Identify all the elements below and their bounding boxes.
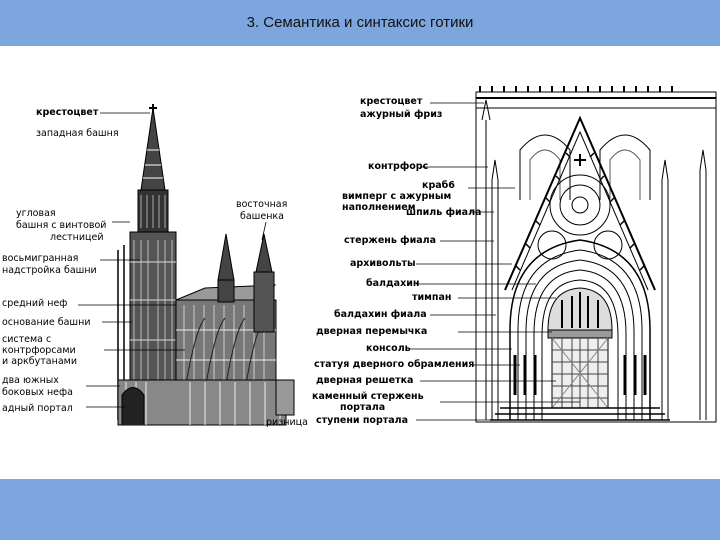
label-east-tower-1: восточная (236, 199, 288, 210)
label-corner-tower-2: башня с винтовой (16, 220, 107, 231)
label-stone-trumeau-1: каменный стержень (312, 391, 424, 402)
label-door-lintel: дверная перемычка (316, 326, 428, 337)
slide-title: 3. Семантика и синтаксис готики (246, 14, 474, 31)
label-portal-steps: ступени портала (316, 415, 409, 426)
label-stone-trumeau-2: портала (340, 402, 386, 413)
label-door-grille: дверная решетка (316, 375, 414, 386)
label-sacristy: ризница (266, 417, 308, 428)
label-openwork-frieze: ажурный фриз (360, 109, 443, 120)
label-wimperg-1: вимперг с ажурным (342, 191, 452, 202)
label-wimperg-2: наполнением (342, 202, 416, 213)
portal-drawing (475, 86, 717, 423)
label-pinnacle-shaft: стержень фиала (344, 235, 437, 246)
label-krestotsvet-right: крестоцвет (360, 96, 423, 107)
label-aisles-1: два южных (2, 375, 59, 386)
label-canopy: балдахин (366, 278, 420, 289)
cathedral-drawing (117, 104, 295, 426)
label-crocket: краб6 (422, 180, 455, 191)
label-aisles-2: боковых нефа (2, 387, 73, 398)
label-east-tower-2: башенка (240, 211, 284, 222)
right-leader-lines (410, 102, 580, 421)
label-buttress: контрфорс (368, 161, 429, 172)
label-middle-nave: средний неф (2, 298, 68, 309)
left-leader-lines (78, 112, 267, 408)
gothic-illustrations (78, 86, 717, 426)
label-system-1: система с (2, 334, 52, 345)
label-archivolts: архивольты (350, 258, 416, 269)
label-octagonal-1: восьмигранная (2, 253, 79, 264)
label-west-tower: западная башня (36, 128, 119, 139)
label-corner-tower-3: лестницей (50, 232, 104, 243)
label-tower-base: основание башни (2, 317, 91, 328)
label-corner-tower-1: угловая (16, 208, 56, 219)
label-krestotsvet-left: крестоцвет (36, 107, 99, 118)
footer-bar (0, 479, 720, 540)
label-pinnacle-spire: шпиль фиала (406, 207, 482, 218)
label-octagonal-2: надстройка башни (2, 265, 97, 276)
label-tympanum: тимпан (412, 292, 452, 303)
label-pinnacle-canopy: балдахин фиала (334, 309, 427, 320)
label-system-3: и аркбутанами (2, 356, 77, 367)
label-console: консоль (366, 343, 411, 354)
label-system-2: контрфорсами (2, 345, 76, 356)
label-west-portal: адный портал (2, 403, 73, 414)
label-jamb-statue: статуя дверного обрамления (314, 359, 475, 370)
title-bar (0, 0, 720, 46)
